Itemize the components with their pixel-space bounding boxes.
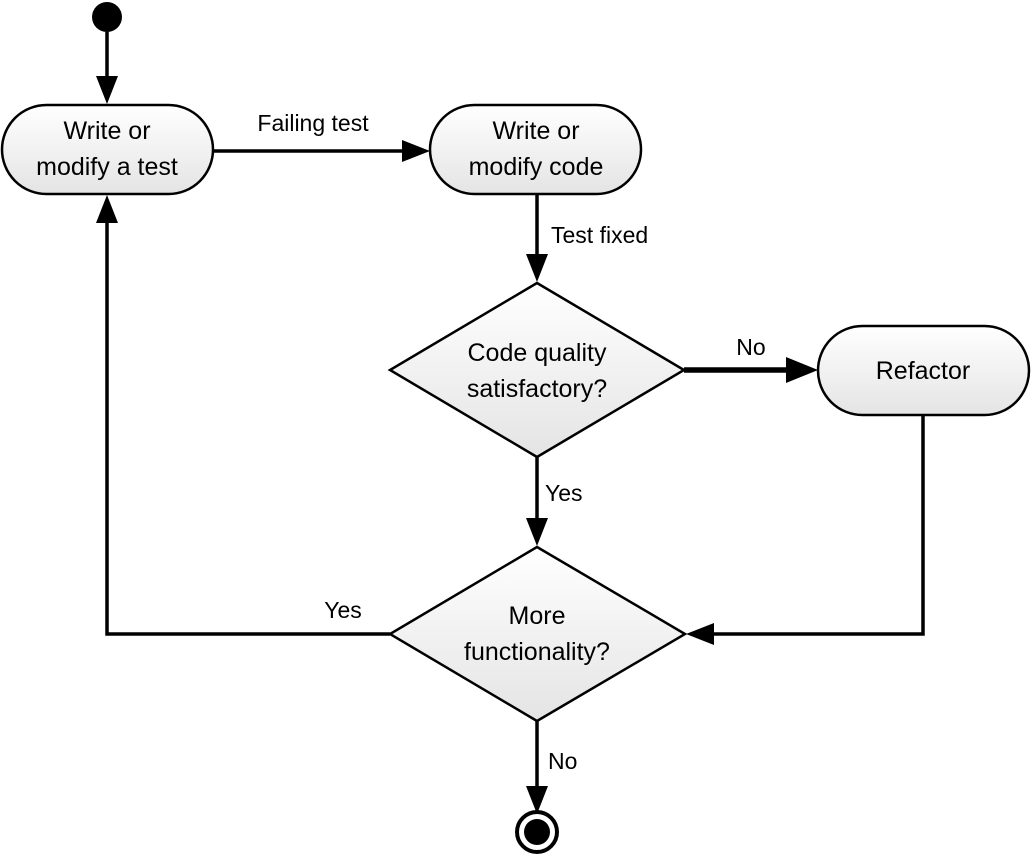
edge-refactor-to-more — [686, 415, 925, 645]
edge-test-fixed: Test fixed — [526, 194, 648, 282]
edge-label-quality-no: No — [736, 334, 765, 360]
node-write-test-line-2: modify a test — [36, 153, 178, 181]
start-node — [92, 2, 122, 32]
node-refactor-label: Refactor — [876, 357, 970, 385]
edge-label-quality-yes: Yes — [545, 480, 583, 506]
node-refactor: Refactor — [816, 324, 1031, 417]
edge-quality-no: No — [684, 334, 818, 383]
node-write-code-line-2: modify code — [469, 153, 604, 181]
edge-more-yes: Yes — [96, 195, 390, 636]
edge-start-to-write-test — [96, 32, 118, 104]
node-more-functionality-line-2: functionality? — [464, 638, 610, 666]
edge-label-test-fixed: Test fixed — [551, 222, 648, 248]
edge-failing-test: Failing test — [213, 110, 430, 162]
node-code-quality: Code quality satisfactory? — [387, 281, 687, 459]
node-write-test: Write or modify a test — [0, 103, 215, 196]
edge-quality-yes: Yes — [526, 457, 583, 546]
node-more-functionality: More functionality? — [387, 545, 688, 723]
node-write-test-line-1: Write or — [63, 117, 150, 145]
node-write-code-line-1: Write or — [492, 117, 579, 145]
node-code-quality-line-1: Code quality — [468, 339, 607, 367]
edge-label-failing-test: Failing test — [257, 110, 369, 136]
node-code-quality-line-2: satisfactory? — [467, 375, 607, 403]
edge-more-no: No — [526, 721, 577, 814]
edge-label-more-yes: Yes — [324, 597, 362, 623]
edge-label-more-no: No — [548, 748, 577, 774]
node-more-functionality-line-1: More — [509, 602, 566, 630]
end-node — [515, 810, 559, 854]
node-write-code: Write or modify code — [428, 103, 643, 196]
